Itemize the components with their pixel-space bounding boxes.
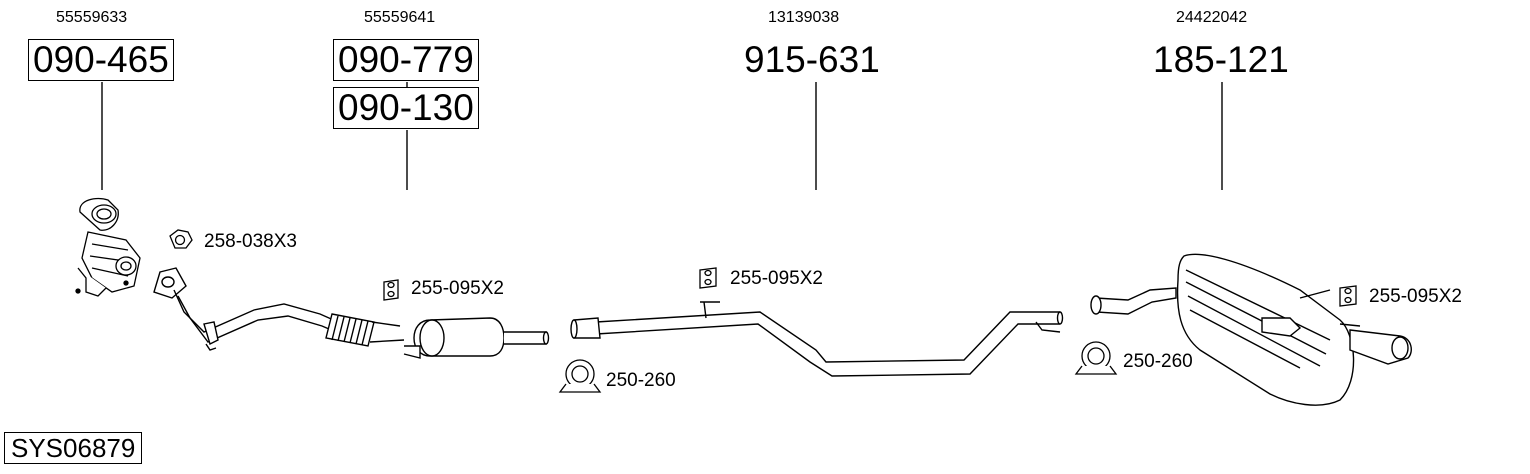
middle-pipe[interactable] bbox=[570, 301, 1064, 377]
clamp-icon-1[interactable] bbox=[558, 359, 602, 393]
oem-number-1: 55559633 bbox=[56, 9, 128, 26]
front-pipe[interactable] bbox=[153, 267, 405, 351]
nut-label[interactable]: 258-038X3 bbox=[204, 231, 297, 252]
rubber-hanger-icon-3[interactable] bbox=[1339, 285, 1357, 307]
catalytic-converter[interactable] bbox=[75, 197, 141, 297]
clamp-label-1[interactable]: 250-260 bbox=[606, 370, 676, 391]
part-number-front-pipe[interactable]: 090-779 bbox=[333, 39, 479, 81]
oem-number-3: 13139038 bbox=[768, 9, 840, 26]
hanger-label-3[interactable]: 255-095X2 bbox=[1369, 286, 1462, 307]
leader-lines bbox=[101, 82, 1223, 190]
clamp-icon-2[interactable] bbox=[1074, 341, 1118, 375]
clamp-label-2[interactable]: 250-260 bbox=[1123, 351, 1193, 372]
system-code: SYS06879 bbox=[4, 432, 143, 464]
rubber-hanger-icon-2[interactable] bbox=[699, 267, 717, 289]
rear-silencer[interactable] bbox=[1090, 253, 1412, 406]
hanger-label-1[interactable]: 255-095X2 bbox=[411, 278, 504, 299]
rubber-hanger-icon-1[interactable] bbox=[383, 279, 399, 301]
part-number-catalytic-converter[interactable]: 090-465 bbox=[28, 39, 174, 81]
part-number-rear-silencer[interactable]: 185-121 bbox=[1153, 39, 1289, 80]
nut-icon[interactable] bbox=[169, 229, 193, 249]
part-number-middle-pipe[interactable]: 915-631 bbox=[744, 39, 880, 80]
oem-number-4: 24422042 bbox=[1176, 9, 1248, 26]
hanger-label-2[interactable]: 255-095X2 bbox=[730, 268, 823, 289]
front-silencer[interactable] bbox=[403, 317, 550, 359]
oem-number-2: 55559641 bbox=[364, 9, 436, 26]
part-number-front-silencer[interactable]: 090-130 bbox=[333, 87, 479, 129]
